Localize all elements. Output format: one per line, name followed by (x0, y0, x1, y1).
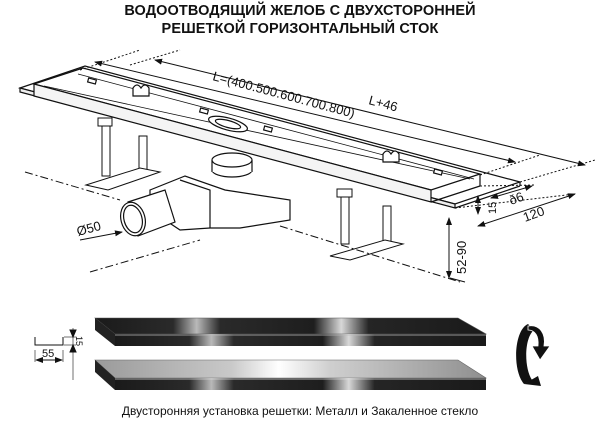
title-line-1: ВОДООТВОДЯЩИЙ ЖЕЛОБ С ДВУХСТОРОННЕЙ (124, 3, 476, 19)
outlet-diameter-label: Ø50 (75, 218, 103, 239)
grate-metal-side (94, 317, 488, 346)
rotate-arrow-icon (516, 324, 551, 386)
outer-width-label: 120 (521, 203, 547, 225)
inner-width-label: ð6 (507, 189, 526, 208)
grate-glass-side (94, 359, 488, 390)
title-line-2: РЕШЕТКОЙ ГОРИЗОНТАЛЬНЫЙ СТОК (161, 21, 439, 37)
profile-width-label: 55 (42, 348, 54, 360)
profile-section (34, 328, 77, 380)
drawing-title: ВОДООТВОДЯЩИЙ ЖЕЛОБ С ДВУХСТОРОННЕЙ РЕШЕ… (0, 2, 600, 38)
total-length-label: L+46 (367, 92, 399, 114)
profile-height-label: 15 (74, 336, 84, 346)
caption: Двусторонняя установка решетки: Металл и… (121, 404, 479, 418)
adjust-height-label: 52-90 (454, 241, 469, 274)
dimension-lines (24, 49, 596, 283)
channel-height-label: 15 (487, 202, 499, 214)
